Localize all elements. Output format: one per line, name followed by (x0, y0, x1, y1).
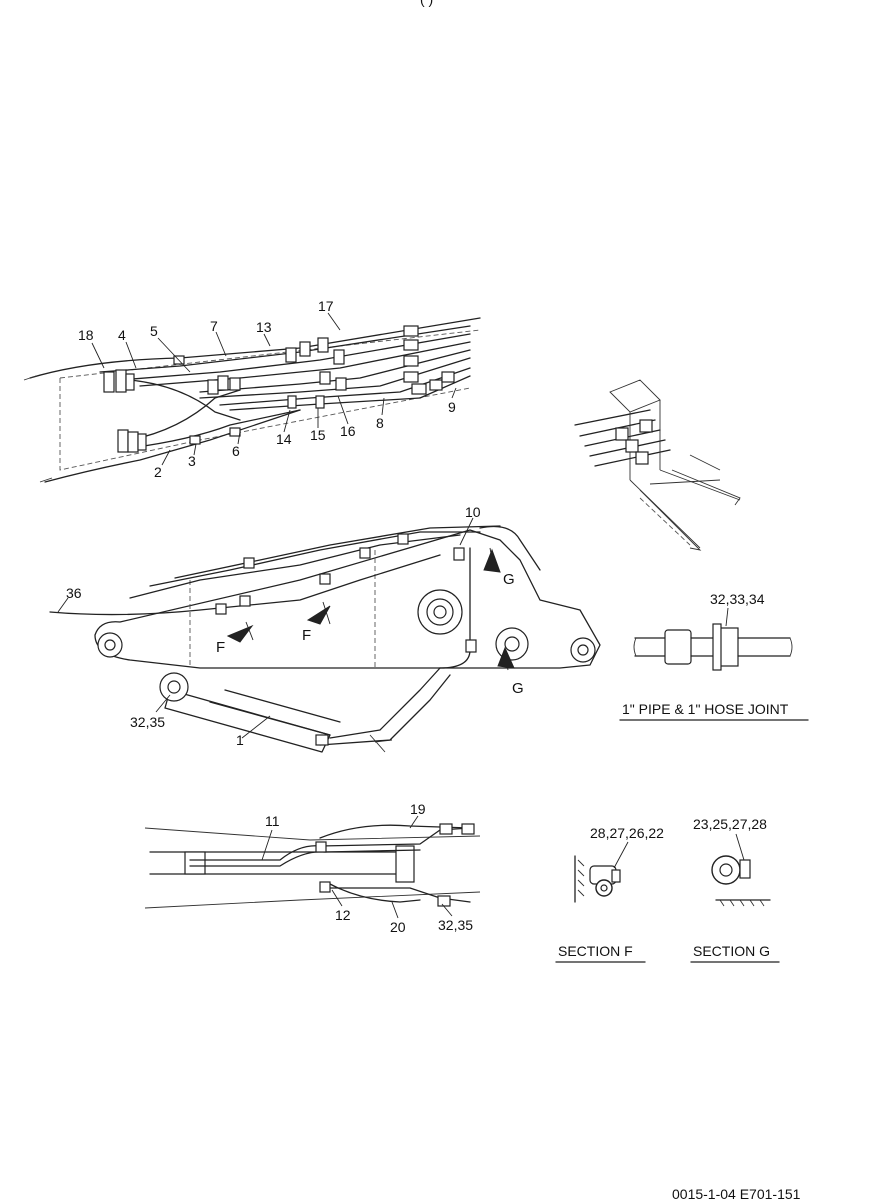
callout-9: 9 (448, 399, 456, 415)
bottom-view-cylinder (144, 823, 481, 909)
isometric-clamp-detail (574, 379, 741, 551)
view-marker-f-left: F (216, 639, 225, 656)
callout-32-33-34: 32,33,34 (710, 591, 765, 607)
side-view-boom (49, 525, 601, 753)
section-g-caption: SECTION G (693, 943, 770, 959)
bottom-view-leaders (261, 815, 453, 919)
callout-18: 18 (78, 327, 94, 343)
callout-32-35-lower: 32,35 (438, 917, 473, 933)
callout-28-27-26-22: 28,27,26,22 (590, 825, 664, 841)
section-g-detail (711, 833, 771, 907)
section-f-caption: SECTION F (558, 943, 633, 959)
callout-19: 19 (410, 801, 426, 817)
callout-23-25-27-28: 23,25,27,28 (693, 816, 767, 832)
callout-4: 4 (118, 327, 126, 343)
view-marker-g-top: G (503, 571, 515, 588)
callout-32-35-upper: 32,35 (130, 714, 165, 730)
header-fragment: ( ) (420, 0, 433, 7)
top-view-leaders (91, 312, 457, 466)
callout-12: 12 (335, 907, 351, 923)
callout-10: 10 (465, 504, 481, 520)
callout-13: 13 (256, 319, 272, 335)
side-view-leaders (57, 517, 474, 739)
callout-8: 8 (376, 415, 384, 431)
view-arrows (226, 547, 515, 671)
callout-20: 20 (390, 919, 406, 935)
callout-3: 3 (188, 453, 196, 469)
callout-36: 36 (66, 585, 82, 601)
callout-16: 16 (340, 423, 356, 439)
callout-11: 11 (265, 813, 280, 829)
callout-1: 1 (236, 732, 244, 748)
joint-caption: 1" PIPE & 1" HOSE JOINT (622, 701, 789, 717)
footer-fragment: 0015-1-04 E701-151 (672, 1186, 801, 1200)
callout-6: 6 (232, 443, 240, 459)
callout-15: 15 (310, 427, 326, 443)
callout-14: 14 (276, 431, 292, 447)
view-marker-f-right: F (302, 627, 311, 644)
callout-2: 2 (154, 464, 162, 480)
callout-5: 5 (150, 323, 158, 339)
section-f-detail (574, 841, 629, 903)
callout-7: 7 (210, 318, 218, 334)
view-marker-g-bottom: G (512, 680, 524, 697)
top-view-boom-piping (23, 317, 481, 483)
pipe-hose-joint-detail (633, 607, 793, 671)
callout-17: 17 (318, 298, 334, 314)
